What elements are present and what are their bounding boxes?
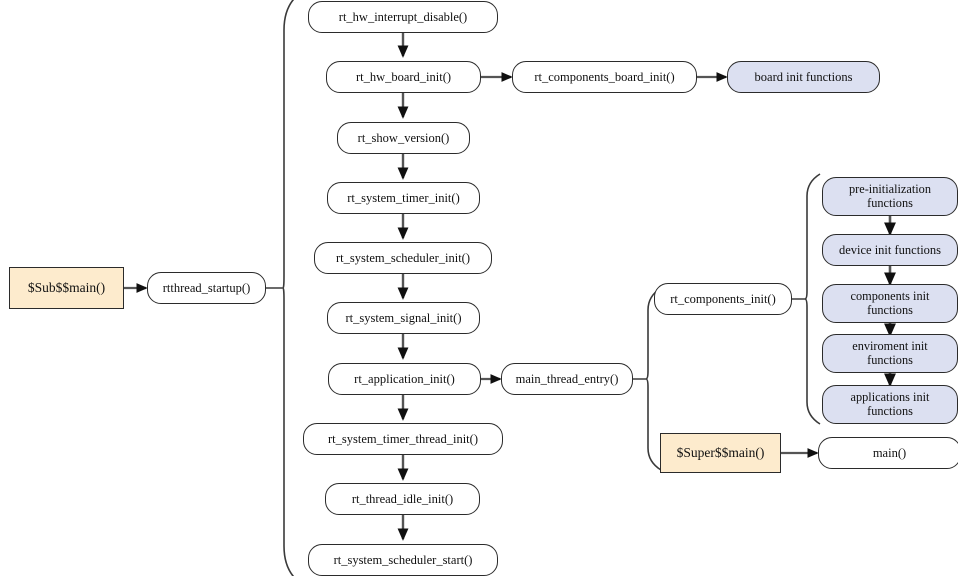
node-rt-system-timer-thread-init[interactable]: rt_system_timer_thread_init(): [303, 423, 503, 455]
node-rt-system-timer-init[interactable]: rt_system_timer_init(): [327, 182, 480, 214]
node-rt-show-version[interactable]: rt_show_version(): [337, 122, 470, 154]
node-device-init-functions[interactable]: device init functions: [822, 234, 958, 266]
node-main[interactable]: main(): [818, 437, 958, 469]
brace-main-chain: [282, 0, 295, 576]
node-main-thread-entry[interactable]: main_thread_entry(): [501, 363, 633, 395]
node-applications-init-functions[interactable]: applications init functions: [822, 385, 958, 424]
node-super-main[interactable]: $Super$$main(): [660, 433, 781, 473]
brace-init-functions: [804, 173, 821, 425]
node-sub-main[interactable]: $Sub$$main(): [9, 267, 124, 309]
node-rt-system-scheduler-start[interactable]: rt_system_scheduler_start(): [308, 544, 498, 576]
brace-thread-entry: [645, 287, 662, 471]
node-rt-hw-board-init[interactable]: rt_hw_board_init(): [326, 61, 481, 93]
node-rt-system-scheduler-init[interactable]: rt_system_scheduler_init(): [314, 242, 492, 274]
node-rt-system-signal-init[interactable]: rt_system_signal_init(): [327, 302, 480, 334]
node-pre-initialization-functions[interactable]: pre-initialization functions: [822, 177, 958, 216]
node-components-init-functions[interactable]: components init functions: [822, 284, 958, 323]
node-rtthread-startup[interactable]: rtthread_startup(): [147, 272, 266, 304]
node-rt-components-init[interactable]: rt_components_init(): [654, 283, 792, 315]
node-board-init-functions[interactable]: board init functions: [727, 61, 880, 93]
node-rt-hw-interrupt-disable[interactable]: rt_hw_interrupt_disable(): [308, 1, 498, 33]
node-rt-thread-idle-init[interactable]: rt_thread_idle_init(): [325, 483, 480, 515]
node-rt-components-board-init[interactable]: rt_components_board_init(): [512, 61, 697, 93]
node-enviroment-init-functions[interactable]: enviroment init functions: [822, 334, 958, 373]
node-rt-application-init[interactable]: rt_application_init(): [328, 363, 481, 395]
